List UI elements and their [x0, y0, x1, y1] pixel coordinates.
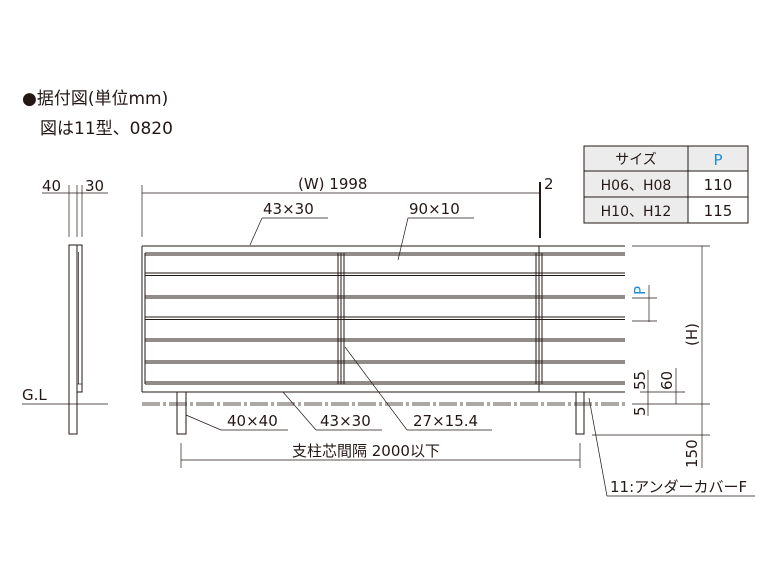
- side-panel: [76, 244, 83, 393]
- slat-label: 90×10: [409, 200, 460, 218]
- gap-dim: 2: [544, 175, 554, 193]
- dim-55: 55: [631, 371, 649, 390]
- side-view: 40 30 G.L: [22, 177, 108, 435]
- table-cell: 110: [704, 176, 733, 194]
- pitch-label: P: [631, 286, 649, 295]
- drawing-title: ●据付図(単位mm): [22, 89, 168, 109]
- post-spacing-label: 支柱芯間隔 2000以下: [292, 442, 440, 460]
- ground-level-label: G.L: [22, 386, 47, 404]
- table-header-size: サイズ: [615, 152, 657, 168]
- table-cell: H10、H12: [601, 204, 672, 220]
- side-dim-40: 40: [42, 177, 61, 195]
- under-cover-label: 11:アンダーカバーF: [610, 478, 747, 496]
- drawing-subtitle: 図は11型、0820: [40, 119, 173, 139]
- dim-60: 60: [658, 371, 676, 390]
- side-dim-30: 30: [85, 177, 104, 195]
- bottom-rail-label: 43×30: [320, 412, 371, 430]
- table-cell: 115: [704, 202, 733, 220]
- width-dim: (W) 1998: [298, 175, 367, 193]
- post-right: [575, 391, 585, 435]
- slats: [145, 252, 625, 385]
- post-size-label: 40×40: [227, 412, 278, 430]
- mid-post-label: 27×15.4: [413, 412, 478, 430]
- table-cell: H06、H08: [601, 178, 672, 194]
- front-view: (W) 1998 2 43×30 90×10: [141, 175, 755, 497]
- pitch-table: サイズ P H06、H08 110 H10、H12 115: [583, 145, 749, 224]
- post-left: [176, 391, 187, 435]
- dim-5: 5: [631, 406, 649, 416]
- height-dimensions: (H) 150 P 55 5 60: [592, 245, 710, 468]
- height-label: (H): [683, 323, 701, 346]
- table-header-p: P: [713, 151, 722, 169]
- top-rail-label: 43×30: [263, 200, 314, 218]
- side-post: [68, 244, 78, 435]
- dim-150: 150: [683, 439, 701, 468]
